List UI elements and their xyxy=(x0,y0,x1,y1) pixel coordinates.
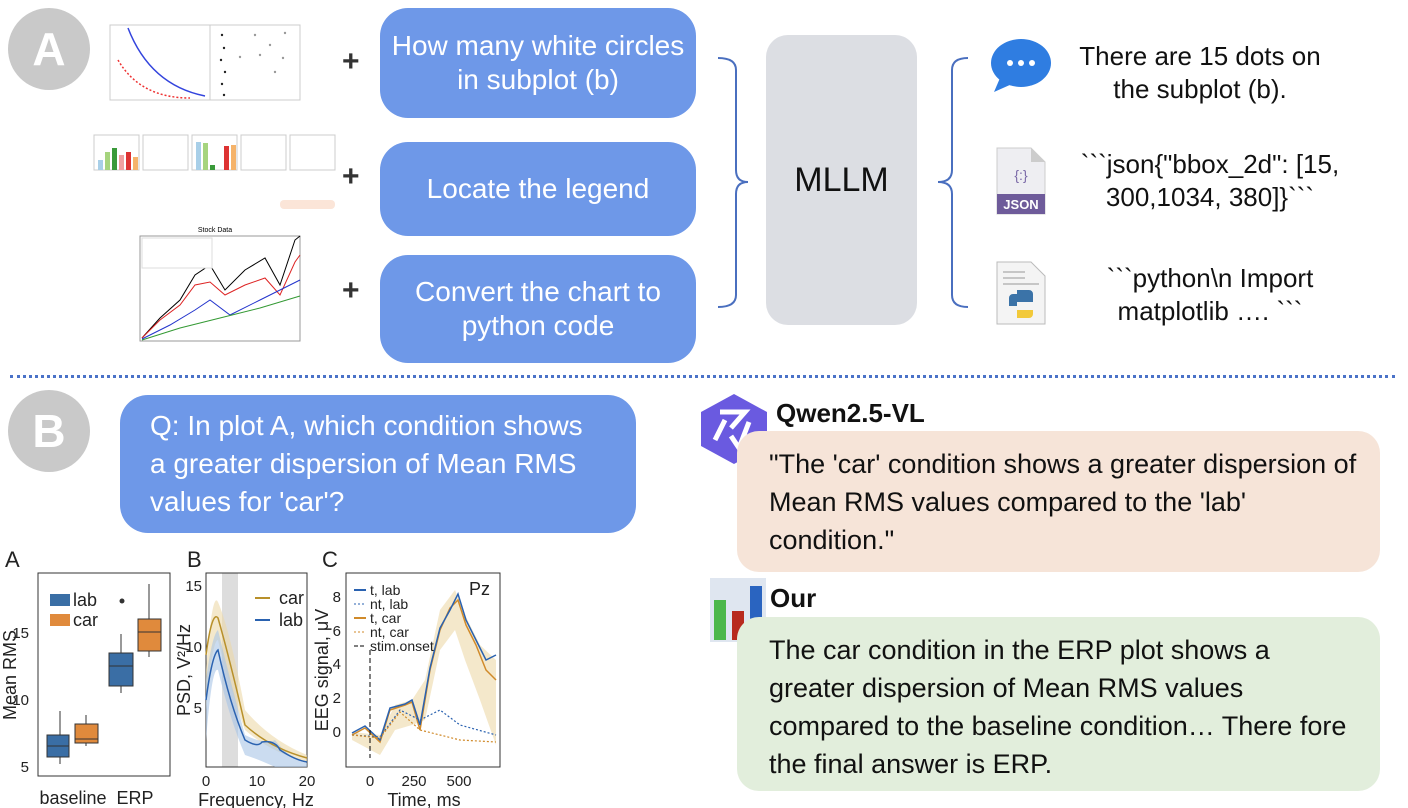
plot-text: 0 xyxy=(366,773,374,790)
plot-text: t, car xyxy=(370,610,401,626)
plot-text: Time, ms xyxy=(387,790,460,808)
qwen-model-name: Qwen2.5-VL xyxy=(776,398,925,428)
plot-text: 15 xyxy=(185,578,202,595)
plus-sign: + xyxy=(342,45,360,78)
our-model-name: Our xyxy=(770,583,817,613)
stock-chart-title: Stock Data xyxy=(198,227,232,234)
panel-label-b: B xyxy=(187,547,202,572)
section-a-badge: A xyxy=(8,8,90,90)
plot-text: 10 xyxy=(249,773,266,790)
plot-text: 0 xyxy=(333,724,341,741)
plot-text: t, lab xyxy=(370,582,401,598)
plot-text: 10 xyxy=(185,639,202,656)
prompt-bubble-code: Convert the chart to python code xyxy=(380,255,696,363)
plot-text: ERP xyxy=(116,788,153,808)
plot-text: Pz xyxy=(469,579,490,599)
plot-text: nt, car xyxy=(370,624,409,640)
plot-text: EEG signal, μV xyxy=(312,609,332,731)
mllm-box: MLLM xyxy=(766,35,917,325)
plot-text: PSD, V²/Hz xyxy=(174,624,194,716)
thumbnail-stock-chart: Stock Data xyxy=(139,227,301,342)
json-icon-label: JSON xyxy=(1003,197,1038,212)
thumbnail-bar-panels xyxy=(92,130,347,210)
axis-label: Mean RMS xyxy=(0,630,20,720)
plot-text: 0 xyxy=(202,773,210,790)
prompt-bubble-count: How many white circles in subplot (b) xyxy=(380,8,696,118)
plot-text: 2 xyxy=(333,690,341,707)
plot-text: 10 xyxy=(12,692,29,709)
panel-label-c: C xyxy=(322,547,338,572)
plot-text: car xyxy=(73,610,98,630)
plot-text: 250 xyxy=(401,773,426,790)
qwen-answer-box: "The 'car' condition shows a greater dis… xyxy=(737,431,1380,572)
section-b-badge: B xyxy=(8,390,90,472)
output-json: ```json{"bbox_2d": [15, 300,1034, 380]}`… xyxy=(1080,149,1340,212)
plot-text: 5 xyxy=(21,759,29,776)
svg-text:{:}: {:} xyxy=(1014,167,1028,183)
braces xyxy=(717,57,969,308)
plot-text: 6 xyxy=(333,623,341,640)
panel-label-a: A xyxy=(5,547,20,572)
question-bubble: Q: In plot A, which condition shows a gr… xyxy=(120,395,636,533)
output-python: ```python\n Import matplotlib …. ``` xyxy=(1106,263,1314,326)
python-file-icon xyxy=(996,261,1046,325)
thumbnail-subplots-ab xyxy=(109,24,301,101)
chat-bubble-icon xyxy=(991,39,1051,92)
plot-text: 8 xyxy=(333,589,341,606)
plot-text: lab xyxy=(73,590,97,610)
plot-text: lab xyxy=(279,610,303,630)
example-plots: A 5 10 15 Mean RMS baseline ERP lab car … xyxy=(0,547,501,808)
plot-text: 20 xyxy=(299,773,316,790)
plot-text: nt, lab xyxy=(370,596,408,612)
plus-sign: + xyxy=(342,160,360,193)
plus-sign: + xyxy=(342,274,360,307)
plot-text: 4 xyxy=(333,656,341,673)
plot-text: 5 xyxy=(194,700,202,717)
prompt-bubble-legend: Locate the legend xyxy=(380,142,696,236)
output-text-answer: There are 15 dots on the subplot (b). xyxy=(1079,41,1321,104)
json-file-icon: {:} JSON xyxy=(996,147,1046,215)
plot-text: 15 xyxy=(12,625,29,642)
input-chart-thumbnails: Stock Data xyxy=(92,24,347,342)
plot-text: stim.onset xyxy=(370,638,434,654)
plot-text: Frequency, Hz xyxy=(198,790,314,808)
plot-text: car xyxy=(279,588,304,608)
plot-text: baseline xyxy=(39,788,106,808)
our-answer-box: The car condition in the ERP plot shows … xyxy=(737,617,1380,791)
plot-text: 500 xyxy=(446,773,471,790)
section-divider xyxy=(10,375,1395,378)
